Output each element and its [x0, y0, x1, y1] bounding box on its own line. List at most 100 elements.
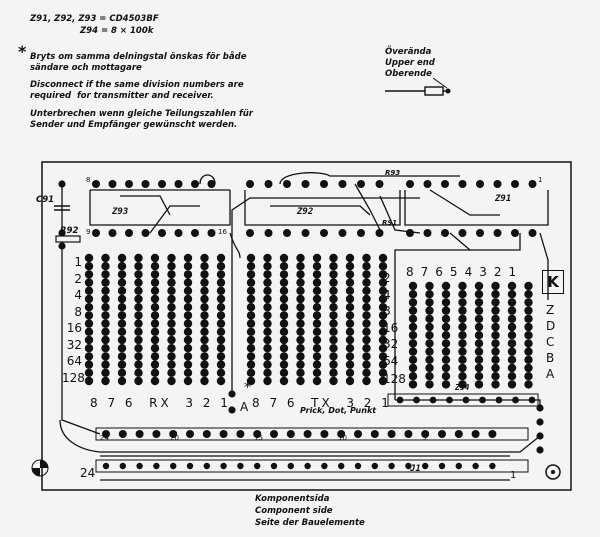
z94-hole: [425, 363, 434, 373]
tx-hole: [362, 368, 371, 377]
rx-hole: [150, 327, 160, 336]
z94-pad: [396, 396, 404, 404]
tx-hole: [312, 335, 322, 345]
capacitor-c91: [54, 205, 70, 211]
z94-hole: [474, 363, 484, 373]
rx-hole: [183, 294, 193, 304]
rx-hole: [117, 327, 127, 336]
rx-hole: [134, 368, 143, 377]
connector-pad: [321, 462, 328, 470]
connector-pad: [118, 430, 127, 438]
rx-hole: [101, 253, 110, 263]
k-label: K: [542, 270, 564, 294]
connector-pad: [337, 430, 346, 438]
z94-pad: [413, 396, 420, 404]
tx-hole: [345, 303, 355, 312]
mid-scale: 2 4 8 16 32 64 128: [383, 271, 406, 386]
tx-hole: [329, 270, 338, 279]
z94-hole: [425, 290, 434, 299]
rx-hole: [150, 344, 160, 353]
tx-hole: [345, 262, 355, 271]
rx-hole: [101, 278, 110, 287]
z94-hole: [425, 380, 434, 389]
dot-label: Prick, Dot, Punkt: [300, 406, 377, 415]
rx-hole: [101, 327, 110, 336]
rx-hole: [134, 376, 143, 386]
z94-hole: [507, 372, 517, 381]
tx-hole: [329, 360, 338, 369]
z94-hole: [458, 331, 467, 340]
rx-hole: [216, 303, 226, 312]
rx-hole: [183, 311, 193, 320]
rx-hole: [134, 327, 143, 336]
tx-hole: [378, 368, 388, 377]
tx-hole: [312, 294, 322, 304]
rx-hole: [200, 286, 209, 295]
z94-hole: [491, 339, 500, 348]
rx-hole: [84, 253, 94, 263]
tx-hole: [296, 352, 305, 361]
rx-hole: [150, 303, 160, 312]
rx-hole: [84, 327, 94, 336]
label-r93: R93: [385, 169, 401, 177]
tx-hole: [378, 286, 388, 295]
trace: [89, 190, 231, 226]
connector-pad: [488, 430, 497, 438]
z93-pad: [125, 229, 133, 237]
z94-hole: [425, 314, 434, 323]
rx-hole: [101, 368, 110, 377]
tx-hole: [279, 344, 289, 353]
z94-hole: [507, 363, 517, 373]
rx-hole: [167, 270, 176, 279]
tx-hole: [378, 335, 388, 345]
rx-hole: [84, 270, 94, 279]
z92-pad: [375, 180, 384, 188]
rx-hole: [216, 335, 226, 345]
rx-hole: [150, 335, 160, 345]
trace: [404, 190, 549, 226]
pin-label-5: 5: [422, 434, 427, 442]
ic-spec-line-1: Z91, Z92, Z93 = CD4503BF: [30, 14, 159, 24]
tx-hole: [263, 278, 272, 287]
tx-hole: [329, 352, 338, 361]
connector-pad: [370, 430, 379, 438]
z94-hole: [507, 298, 517, 307]
rx-hole: [150, 311, 160, 320]
z91-pad: [476, 180, 484, 188]
rx-hole: [117, 262, 127, 271]
tx-hole: [296, 344, 305, 353]
z92-pad: [301, 229, 310, 237]
tx-hole: [378, 303, 388, 312]
rx-hole: [101, 286, 110, 295]
rx-hole: [200, 262, 209, 271]
z94-hole: [458, 347, 467, 356]
z94-hole: [425, 298, 434, 307]
rx-hole: [167, 344, 176, 353]
tx-hole: [246, 319, 256, 328]
z94-hole: [458, 339, 467, 348]
connector-pad: [102, 430, 110, 438]
rx-hole: [216, 311, 226, 320]
z94-hole: [491, 290, 500, 299]
tx-hole: [312, 311, 322, 320]
z94-hole: [491, 298, 500, 307]
tx-hole: [312, 352, 322, 361]
tx-hole: [263, 311, 272, 320]
connector-pad: [203, 462, 210, 470]
z94-pad: [512, 396, 519, 404]
connector-pad: [287, 462, 294, 470]
connector-pad: [371, 462, 378, 470]
z94-hole: [441, 347, 451, 356]
z93-pad: [207, 229, 216, 237]
tx-hole: [345, 327, 355, 336]
z94-hole: [408, 339, 418, 348]
tx-hole: [345, 311, 355, 320]
rx-hole: [183, 327, 193, 336]
z94-hole: [408, 322, 418, 332]
tx-hole: [312, 270, 322, 279]
z92-pad: [264, 180, 273, 188]
tx-hole: [279, 376, 289, 386]
tx-hole: [329, 286, 338, 295]
rx-hole: [150, 278, 160, 287]
rx-hole: [216, 253, 226, 263]
